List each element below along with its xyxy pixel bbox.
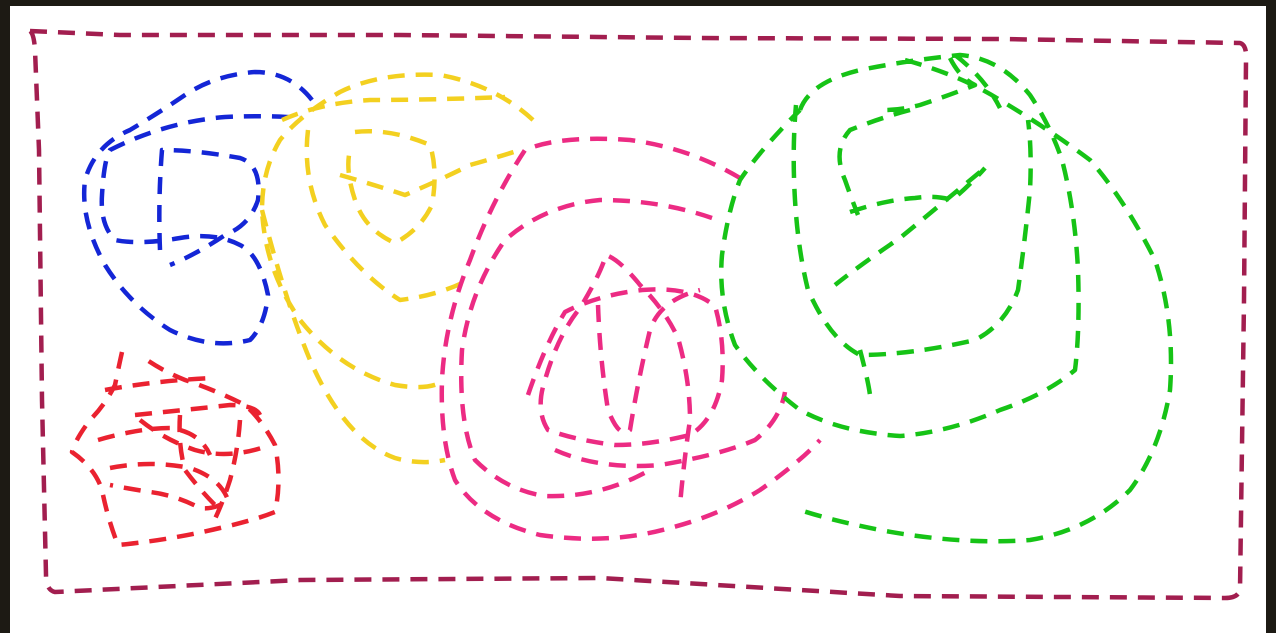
border-dashed-rectangle: [30, 31, 1246, 598]
drawing-canvas: [10, 6, 1266, 633]
blue-dashed-scribble: [84, 72, 312, 343]
pink-dashed-scribble: [442, 139, 820, 539]
scribble-drawing: [10, 6, 1266, 633]
red-dashed-scribble: [72, 352, 279, 545]
yellow-dashed-scribble: [262, 75, 533, 462]
